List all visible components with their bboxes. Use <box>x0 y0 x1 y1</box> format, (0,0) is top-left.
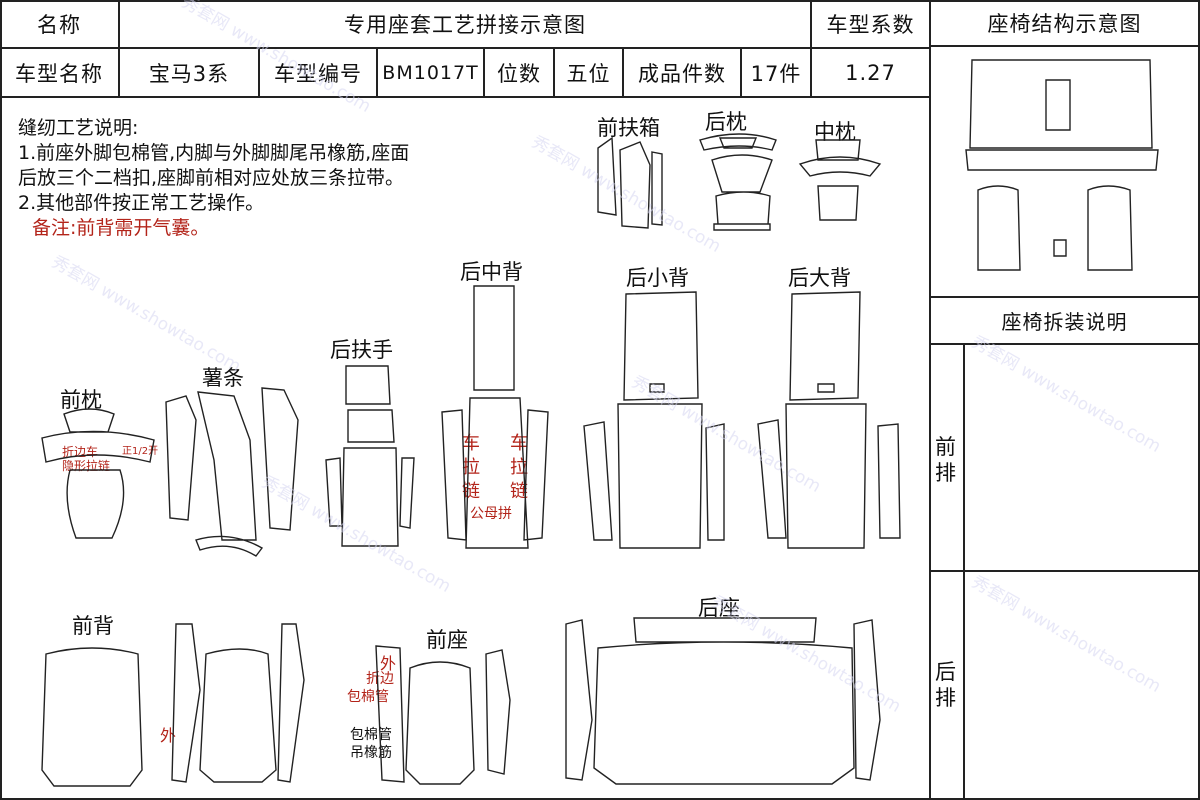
coef-value: 1.27 <box>845 60 896 85</box>
piece-front-seat <box>375 645 511 785</box>
seats-label: 位数 <box>497 61 541 86</box>
seat-structure-diagram <box>965 59 1159 271</box>
border-top <box>0 0 1200 2</box>
piece-rear-mid-back <box>441 285 549 549</box>
seats-value: 五位 <box>566 61 611 86</box>
piece-rear-armrest <box>325 365 415 547</box>
notes-remark: 备注:前背需开气囊。 <box>32 217 210 239</box>
notes-line-1a: 1.前座外脚包棉管,内脚与外脚脚尾吊橡筋,座面 <box>18 142 410 164</box>
model-no: BM1017T <box>382 61 479 84</box>
label-front-back: 前背 <box>72 614 114 638</box>
model-name: 宝马3系 <box>148 61 230 86</box>
piece-mid-pillow <box>798 139 882 221</box>
border-right <box>1198 0 1200 800</box>
annot-outer-2: 外 <box>380 654 397 673</box>
col-f <box>553 48 555 98</box>
side-row-1 <box>929 45 1199 47</box>
border-left <box>0 0 2 800</box>
label-rear-pillow: 后枕 <box>705 110 747 134</box>
model-name-label: 车型名称 <box>15 61 103 86</box>
piece-rear-pillow <box>699 133 777 231</box>
label-front-armrest-box: 前扶箱 <box>597 116 660 140</box>
piece-rear-seat <box>565 617 881 785</box>
rear-row-label: 后排 <box>935 660 957 710</box>
annot-male-female: 公母拼 <box>470 506 512 522</box>
col-c <box>258 48 260 98</box>
row-divider-1 <box>0 47 930 49</box>
piece-front-pillow <box>41 408 155 539</box>
piece-front-back <box>41 623 305 787</box>
notes-heading: 缝纫工艺说明: <box>18 117 139 139</box>
struct-title: 座椅结构示意图 <box>987 11 1142 36</box>
piece-strip <box>165 387 299 557</box>
label-rear-seat: 后座 <box>698 596 740 620</box>
annot-fold-edge: 折边 <box>366 671 394 687</box>
model-no-label: 车型编号 <box>274 61 362 86</box>
annot-zipper-left: 车拉链 <box>462 433 480 502</box>
piece-rear-big-back <box>757 291 901 549</box>
pieces-label: 成品件数 <box>638 61 726 86</box>
border-bottom <box>0 798 1200 800</box>
piece-front-armrest-box <box>597 136 663 229</box>
label-rear-mid-back: 后中背 <box>460 260 523 284</box>
annot-cotton-pipe-2: 包棉管 <box>350 727 392 743</box>
piece-rear-small-back <box>583 291 725 549</box>
col-e <box>483 48 485 98</box>
row-divider-2 <box>0 96 930 98</box>
side-row-4 <box>929 570 1199 572</box>
sewing-notes: 缝纫工艺说明: 1.前座外脚包棉管,内脚与外脚脚尾吊橡筋,座面 后放三个二档扣,… <box>18 116 409 241</box>
label-rear-small-back: 后小背 <box>626 266 689 290</box>
label-front-seat: 前座 <box>426 628 468 652</box>
label-rear-armrest: 后扶手 <box>330 338 393 362</box>
col-a <box>118 0 120 98</box>
side-row-2 <box>929 296 1199 298</box>
col-g <box>622 48 624 98</box>
side-col <box>963 343 965 799</box>
col-b <box>810 0 812 98</box>
annot-front-split: 正1/2开 <box>122 446 159 457</box>
col-h <box>740 48 742 98</box>
name-label: 名称 <box>37 12 81 37</box>
sheet-title: 专用座套工艺拼接示意图 <box>344 12 586 37</box>
notes-line-1b: 后放三个二档扣,座脚前相对应处放三条拉带。 <box>18 167 405 189</box>
front-row-label: 前排 <box>935 435 957 485</box>
col-d <box>376 48 378 98</box>
coef-label: 车型系数 <box>826 12 915 37</box>
side-row-3 <box>929 343 1199 345</box>
label-strip: 薯条 <box>202 366 244 390</box>
label-rear-big-back: 后大背 <box>788 266 851 290</box>
notes-line-2: 2.其他部件按正常工艺操作。 <box>18 192 265 214</box>
install-title: 座椅拆装说明 <box>1001 310 1128 334</box>
pieces-value: 17件 <box>750 61 802 86</box>
label-front-pillow: 前枕 <box>60 388 102 412</box>
annot-outer: 外 <box>160 726 177 745</box>
side-divider <box>929 0 931 800</box>
